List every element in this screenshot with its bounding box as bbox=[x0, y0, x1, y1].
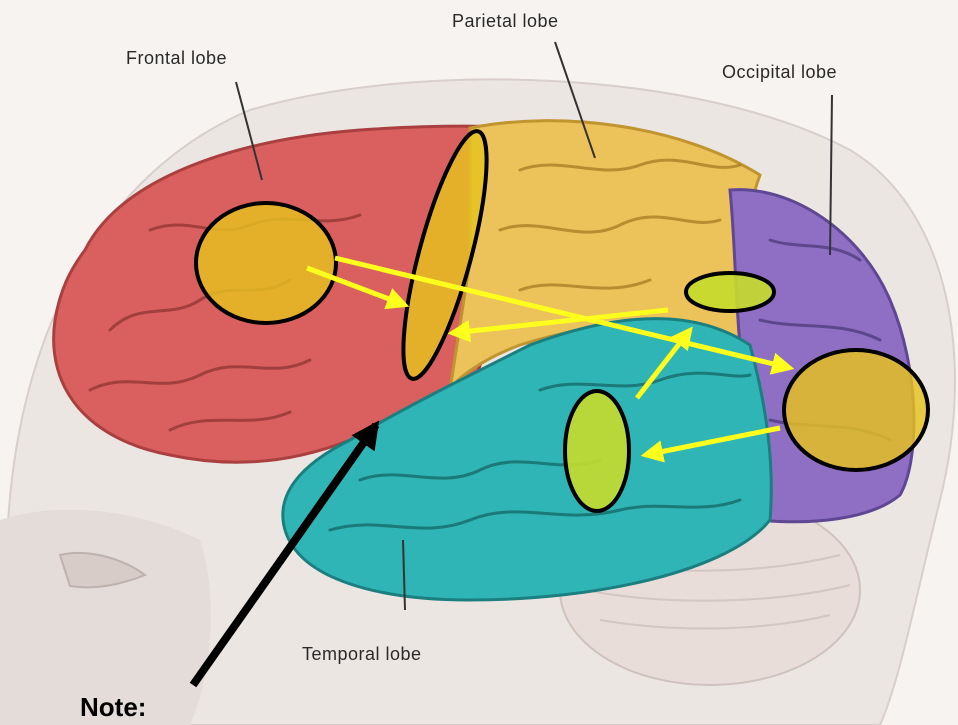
frontal-highlight-circle bbox=[196, 203, 336, 323]
temporal-highlight bbox=[565, 391, 629, 511]
parietal-lobe-label: Parietal lobe bbox=[452, 11, 559, 32]
occipital-lobe-label: Occipital lobe bbox=[722, 62, 837, 83]
temporal-lobe-label: Temporal lobe bbox=[302, 644, 422, 665]
parietal-small-highlight bbox=[686, 273, 774, 311]
occipital-highlight-circle bbox=[784, 350, 928, 470]
frontal-lobe-label: Frontal lobe bbox=[126, 48, 227, 69]
note-label: Note: bbox=[80, 692, 146, 723]
